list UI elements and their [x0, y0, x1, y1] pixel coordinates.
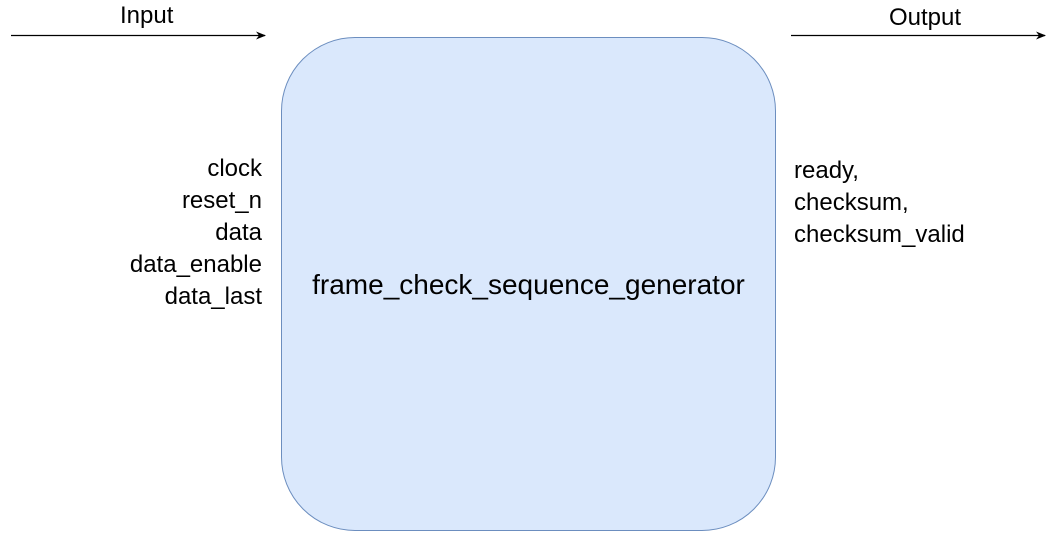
input-signal-data: data: [215, 219, 262, 246]
output-signal-ready: ready,: [794, 157, 859, 184]
input-signal-data-last: data_last: [164, 283, 262, 310]
fcs-generator-block: frame_check_sequence_generator: [281, 37, 776, 531]
output-title: Output: [889, 4, 962, 31]
input-signal-data-enable: data_enable: [129, 251, 262, 278]
input-signal-reset-n: reset_n: [181, 187, 262, 214]
output-signal-checksum: checksum,: [794, 189, 909, 216]
output-signal-checksum-valid: checksum_valid: [794, 221, 965, 248]
input-signal-clock: clock: [207, 155, 262, 182]
block-label: frame_check_sequence_generator: [312, 269, 745, 300]
input-title: Input: [120, 2, 174, 29]
input-signal-list: clock reset_n data data_enable data_last: [130, 153, 262, 313]
output-signal-list: ready, checksum, checksum_valid: [794, 155, 965, 251]
